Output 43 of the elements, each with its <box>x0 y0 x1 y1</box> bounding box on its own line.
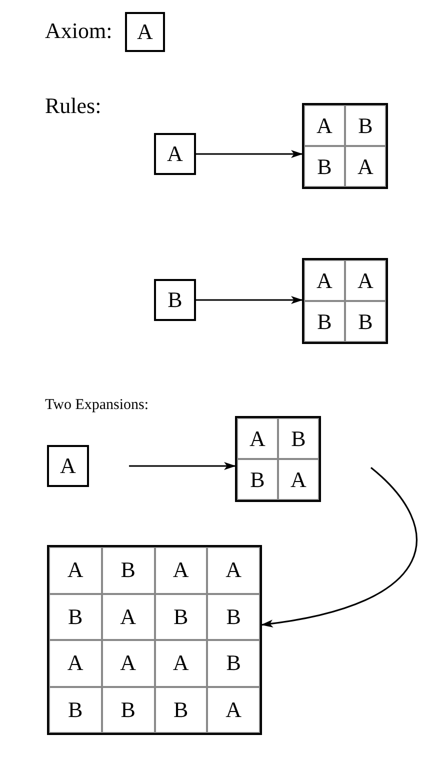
grid-cell: B <box>304 301 345 342</box>
grid-cell: A <box>345 146 386 187</box>
grid-cell: B <box>304 146 345 187</box>
grid-cell: B <box>154 686 208 733</box>
grid-cell: A <box>102 640 154 686</box>
letter-box: B <box>154 279 196 321</box>
letter-grid <box>302 103 388 189</box>
grid-cell: B <box>237 459 278 500</box>
grid-cell: B <box>49 686 102 733</box>
section-heading: Axiom: <box>45 20 112 42</box>
arrow <box>196 150 303 158</box>
grid-cell: A <box>207 547 260 594</box>
grid-cell: A <box>304 105 345 146</box>
grid-cell: A <box>304 260 345 301</box>
grid-cell: B <box>278 418 319 459</box>
grid-cell: B <box>49 594 102 640</box>
grid-cell: A <box>237 418 278 459</box>
letter-grid <box>302 258 388 344</box>
grid-cell: B <box>154 594 208 640</box>
grid-cell: A <box>207 686 260 733</box>
section-heading: Rules: <box>45 95 102 117</box>
grid-cell: B <box>207 640 260 686</box>
grid-cell: B <box>345 105 386 146</box>
grid-cell: A <box>49 547 102 594</box>
grid-cell: A <box>345 260 386 301</box>
letter-box: A <box>125 12 165 52</box>
grid-cell: B <box>102 547 154 594</box>
letter-box: A <box>47 445 89 487</box>
letter-grid <box>47 545 262 735</box>
grid-cell: A <box>102 594 154 640</box>
arrow <box>261 467 418 628</box>
grid-cell: A <box>49 640 102 686</box>
grid-cell: A <box>278 459 319 500</box>
grid-cell: B <box>207 594 260 640</box>
grid-cell: B <box>345 301 386 342</box>
section-heading: Two Expansions: <box>45 398 149 413</box>
letter-box: A <box>154 133 196 175</box>
letter-grid <box>235 416 321 502</box>
arrow <box>129 462 236 470</box>
arrow <box>196 296 303 304</box>
grid-cell: A <box>154 547 208 594</box>
grid-cell: B <box>102 686 154 733</box>
grid-cell: A <box>154 640 208 686</box>
